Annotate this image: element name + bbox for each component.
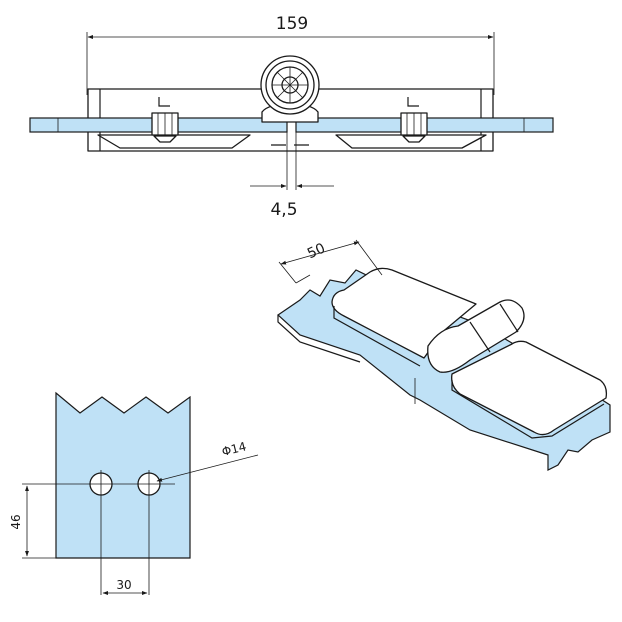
glass-detail: [55, 391, 191, 559]
isometric-view: 50: [277, 239, 611, 471]
dimension-hole-diameter: Φ14: [220, 439, 247, 459]
dimension-159: 159: [276, 14, 308, 34]
dimension-gap: 4,5: [270, 200, 297, 220]
dimension-50: 50: [305, 240, 328, 262]
hole-detail-view: Φ14 46 30: [9, 391, 259, 595]
screw-left: [151, 97, 179, 143]
top-view: 159: [29, 14, 554, 220]
clamp-plate-left: [97, 134, 251, 149]
dimension-30: 30: [116, 578, 131, 592]
screw-right: [400, 97, 428, 143]
hinge-knuckle: [260, 55, 320, 146]
hinge-leaf-left: [331, 267, 477, 359]
hinge-leaf-right: [451, 340, 608, 436]
dimension-46: 46: [9, 514, 23, 529]
hinge-knuckle-iso: [427, 299, 525, 373]
